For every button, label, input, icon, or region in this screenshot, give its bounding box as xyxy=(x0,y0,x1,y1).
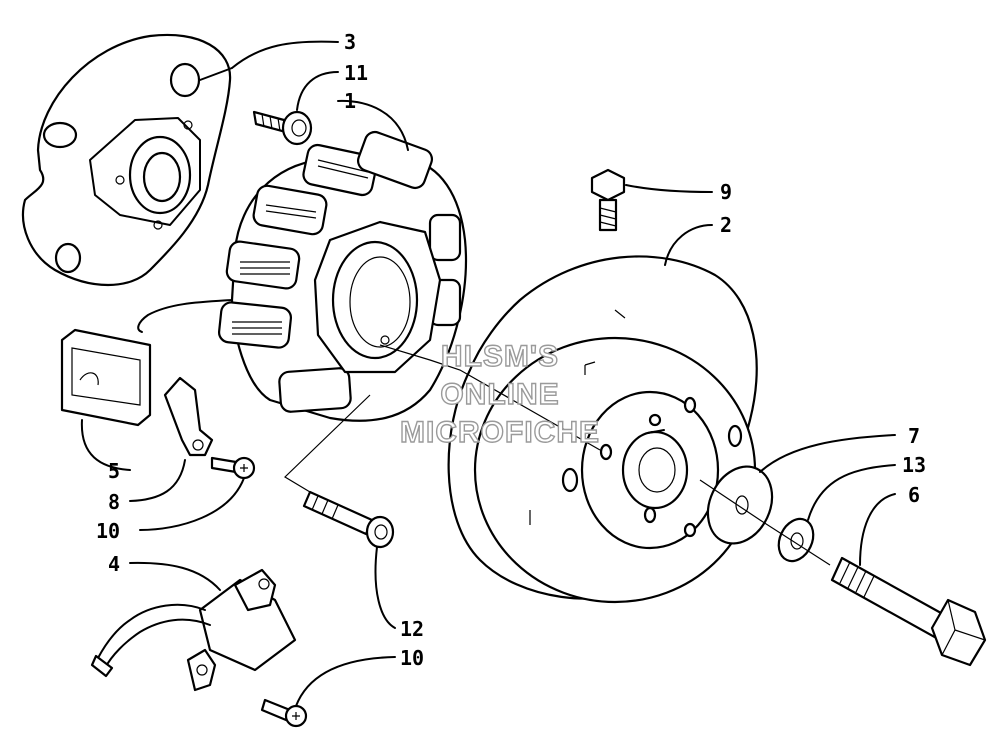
callout-4: 4 xyxy=(108,552,120,576)
cover-5 xyxy=(60,328,152,427)
callout-10-lower: 10 xyxy=(400,646,424,670)
stator xyxy=(137,130,468,422)
bolt-9 xyxy=(590,168,626,232)
screw-10-lower xyxy=(260,698,308,728)
flywheel xyxy=(447,255,758,604)
callout-7: 7 xyxy=(908,424,920,448)
watermark-line-3: MICROFICHE xyxy=(400,416,600,449)
watermark-line-1: HLSM'S xyxy=(441,340,559,373)
leader-lines xyxy=(80,40,896,707)
screw-10-upper xyxy=(210,456,256,480)
callout-8: 8 xyxy=(108,490,120,514)
callout-11: 11 xyxy=(344,61,368,85)
assembly-lines xyxy=(284,344,831,566)
flywheel-bolt-6 xyxy=(830,556,987,667)
callout-3: 3 xyxy=(344,30,356,54)
lock-washer-13 xyxy=(777,517,815,563)
callout-2: 2 xyxy=(720,213,732,237)
callout-10-upper: 10 xyxy=(96,519,120,543)
screw-11 xyxy=(252,110,313,146)
callout-labels: 3 11 1 9 2 7 13 6 5 8 10 4 12 10 xyxy=(96,30,926,670)
pulser-coil-4 xyxy=(90,568,297,692)
bolt-12 xyxy=(302,490,395,549)
bracket-8 xyxy=(163,376,214,457)
callout-9: 9 xyxy=(720,180,732,204)
stator-plate xyxy=(21,33,232,286)
callout-1: 1 xyxy=(344,89,356,113)
callout-12: 12 xyxy=(400,617,424,641)
watermark-line-2: ONLINE xyxy=(440,378,559,411)
callout-13: 13 xyxy=(902,453,926,477)
callout-6: 6 xyxy=(908,483,920,507)
watermark: HLSM'S ONLINE MICROFICHE xyxy=(399,339,600,449)
washer-7 xyxy=(706,465,774,545)
callout-5: 5 xyxy=(108,459,120,483)
